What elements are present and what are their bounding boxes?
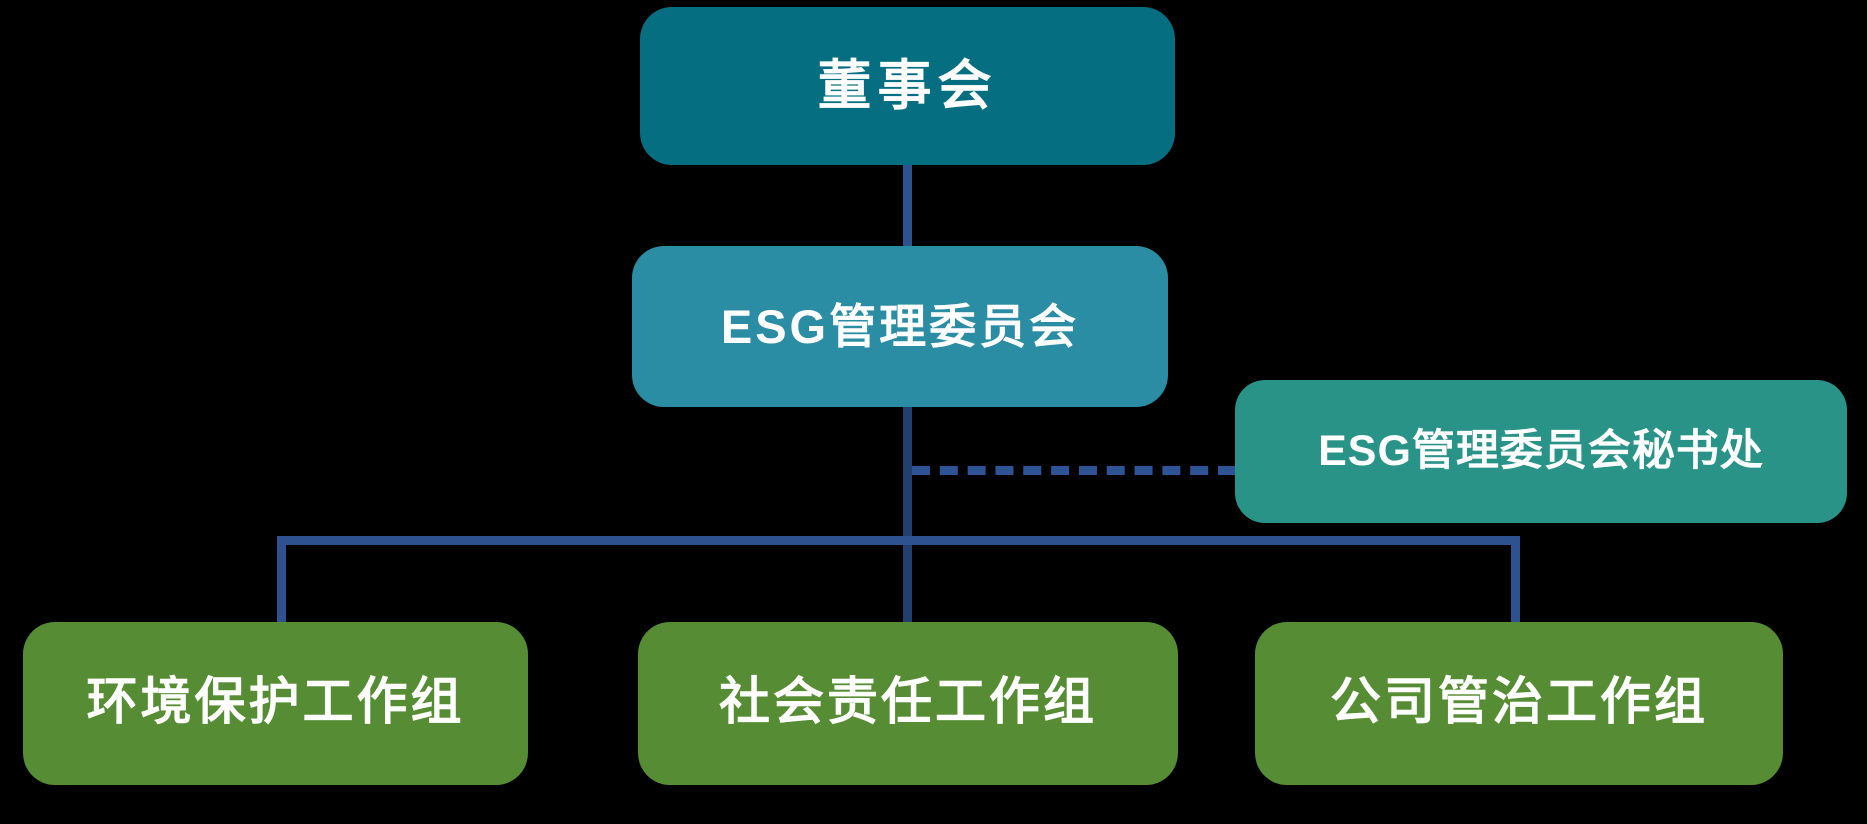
connector-committee-to-secretariat-dashed (912, 466, 1236, 475)
connector-drop-governance-workgroup (1511, 536, 1520, 624)
node-env-workgroup-label: 环境保护工作组 (86, 675, 465, 731)
node-secretariat-label: ESG管理委员会秘书处 (1318, 427, 1764, 475)
connector-workgroups-horizontal (277, 536, 1520, 545)
node-esg-committee-secretariat: ESG管理委员会秘书处 (1235, 380, 1847, 523)
node-social-responsibility-workgroup: 社会责任工作组 (638, 622, 1178, 785)
connector-drop-env-workgroup (277, 536, 286, 624)
node-environmental-protection-workgroup: 环境保护工作组 (23, 622, 528, 785)
node-esg-committee-label: ESG管理委员会 (720, 300, 1080, 353)
node-governance-workgroup-label: 公司管治工作组 (1329, 675, 1708, 731)
node-esg-management-committee: ESG管理委员会 (632, 246, 1168, 407)
connector-committee-to-workgroups-vertical (903, 405, 912, 625)
connector-board-to-committee (903, 165, 912, 248)
node-board-of-directors: 董事会 (640, 7, 1175, 165)
node-corporate-governance-workgroup: 公司管治工作组 (1255, 622, 1783, 785)
node-social-workgroup-label: 社会责任工作组 (718, 675, 1097, 731)
node-board-label: 董事会 (817, 56, 998, 116)
